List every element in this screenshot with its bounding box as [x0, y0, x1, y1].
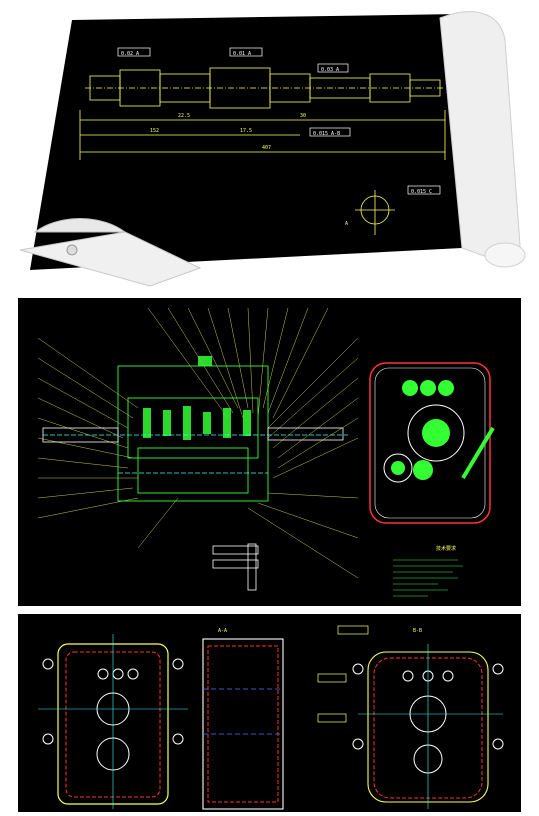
housing-drawing-panel: A-A B-B: [18, 614, 521, 812]
tolerance-label: 0.015 C: [411, 189, 432, 195]
tolerance-label: 0.01 A: [233, 51, 251, 57]
assembly-drawing-illustration: 技术要求: [37, 307, 495, 597]
dimension-label: 152: [150, 128, 159, 134]
section-label: A: [345, 221, 348, 227]
dimension-label: 30: [300, 113, 306, 119]
notes-title: 技术要求: [436, 545, 456, 552]
assembly-drawing-panel: 技术要求: [18, 298, 521, 606]
dimension-label: 407: [262, 145, 271, 151]
dimension-label: 22.5: [178, 113, 190, 119]
housing-drawing-illustration: A-A B-B: [38, 625, 504, 810]
dimension-label: 17.5: [240, 128, 252, 134]
section-label: B-B: [413, 628, 422, 634]
rolled-sheet-panel: 0.02 A 0.01 A 0.03 A 0.015 A-B 0.015 C 1…: [0, 0, 539, 290]
tolerance-label: 0.03 A: [321, 67, 339, 73]
tolerance-label: 0.02 A: [121, 51, 139, 57]
rolled-sheet-illustration: 0.02 A 0.01 A 0.03 A 0.015 A-B 0.015 C 1…: [19, 11, 526, 287]
section-label: A-A: [218, 628, 227, 634]
tolerance-label: 0.015 A-B: [313, 131, 340, 137]
